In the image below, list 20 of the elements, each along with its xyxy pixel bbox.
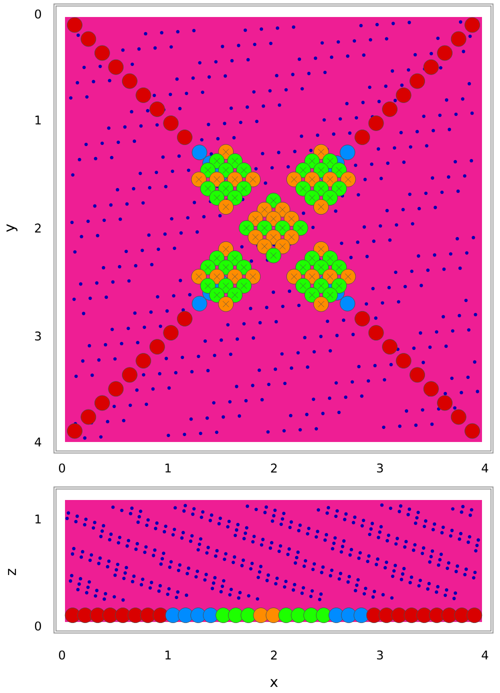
tick-label: 0 <box>34 9 42 19</box>
tick-label: 4 <box>482 464 488 472</box>
tick-label: 3 <box>377 463 383 473</box>
tick-label: 1 <box>36 514 41 524</box>
tick-label: 2 <box>35 224 41 232</box>
tick-label: 4 <box>482 650 488 660</box>
tick-label: 0 <box>34 621 42 631</box>
tick-label: 1 <box>36 116 41 124</box>
axis-label: z <box>8 568 16 576</box>
tick-label: 3 <box>35 331 41 341</box>
tick-label: 2 <box>271 464 277 472</box>
tick-label: 4 <box>34 438 42 446</box>
axis-label: y <box>6 224 18 232</box>
tick-label: 0 <box>58 463 66 473</box>
tick-label: 0 <box>58 650 66 660</box>
tick-label: 3 <box>377 650 383 660</box>
tick-label: 1 <box>166 650 171 660</box>
axis-label: x <box>270 679 278 687</box>
tick-label: 2 <box>271 650 277 660</box>
tick-label: 1 <box>166 464 171 472</box>
